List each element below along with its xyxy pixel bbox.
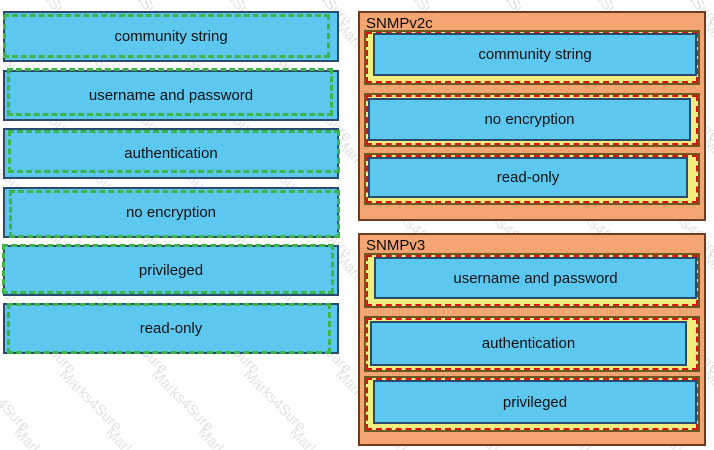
drop-slot-snmpv2c-2[interactable]: no encryption — [366, 95, 698, 145]
drop-slot-snmpv3-1[interactable]: username and password — [366, 255, 698, 306]
dropped-item-label: community string — [478, 46, 592, 63]
group-snmpv3: SNMPv3 username and password authenticat… — [358, 233, 706, 446]
dropped-item-privileged[interactable]: privileged — [373, 380, 697, 424]
group-title: SNMPv2c — [366, 15, 433, 32]
drag-item-label: username and password — [88, 87, 254, 104]
watermark-text: Marks4Sure — [286, 424, 355, 450]
watermark-text: Marks4Sure — [55, 366, 126, 436]
dropped-item-label: username and password — [453, 269, 618, 287]
drag-item-label: no encryption — [125, 204, 217, 221]
drag-item-authentication[interactable]: authentication — [3, 128, 340, 179]
watermark-text: Marks4Sure — [147, 366, 218, 436]
dropped-item-label: no encryption — [484, 111, 575, 128]
drop-slot-snmpv2c-3[interactable]: read-only — [366, 155, 698, 203]
drag-item-label: read-only — [139, 320, 203, 337]
dropped-item-label: privileged — [502, 393, 568, 411]
drag-item-label: privileged — [138, 262, 204, 279]
drag-item-label: authentication — [124, 145, 218, 162]
drag-item-privileged[interactable]: privileged — [2, 244, 339, 296]
group-title: SNMPv3 — [366, 237, 426, 254]
watermark-text: Marks4Sure — [0, 366, 34, 436]
dropped-item-no-encryption[interactable]: no encryption — [368, 98, 691, 141]
drop-slot-snmpv2c-1[interactable]: community string — [366, 32, 698, 83]
dropped-item-community-string[interactable]: community string — [373, 33, 697, 76]
drag-item-community-string[interactable]: community string — [3, 11, 339, 62]
watermark-text: Marks4Sure — [239, 366, 310, 436]
dropped-item-read-only[interactable]: read-only — [368, 157, 688, 198]
dropped-item-label: authentication — [481, 335, 576, 352]
group-snmpv2c: SNMPv2c community string no encryption r… — [358, 11, 706, 221]
drag-item-no-encryption[interactable]: no encryption — [3, 187, 340, 238]
dropped-item-label: read-only — [496, 169, 560, 186]
watermark-text: Marks4Sure — [102, 424, 171, 450]
drop-slot-snmpv3-3[interactable]: privileged — [366, 378, 698, 430]
dropped-item-authentication[interactable]: authentication — [370, 321, 687, 366]
drag-item-label: community string — [114, 28, 228, 45]
drag-item-read-only[interactable]: read-only — [3, 303, 339, 354]
drop-slot-snmpv3-2[interactable]: authentication — [366, 318, 698, 370]
drag-item-username-password[interactable]: username and password — [3, 68, 339, 121]
dropped-item-username-password[interactable]: username and password — [374, 257, 697, 299]
watermark-text: Marks4Sure — [194, 424, 263, 450]
watermark-text: Marks4Sure — [10, 424, 79, 450]
